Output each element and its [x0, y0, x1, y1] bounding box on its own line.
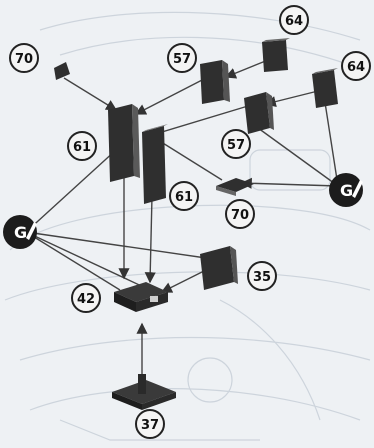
part-61-left	[108, 104, 140, 182]
callout-61-left: 61	[67, 131, 97, 161]
callout-57-mid: 57	[221, 129, 251, 159]
callout-42-label: 42	[77, 292, 95, 307]
callout-57-top-label: 57	[173, 52, 191, 67]
g-badge-right: G	[329, 173, 363, 207]
callout-61-mid: 61	[169, 181, 199, 211]
brush-icon	[352, 180, 363, 198]
part-64-right	[312, 68, 338, 108]
callout-64-right: 64	[341, 51, 371, 81]
leader-lines	[25, 59, 339, 380]
part-35	[200, 246, 238, 290]
arrow-70-to-61	[63, 77, 118, 111]
part-70-top	[54, 62, 70, 80]
arrow-g-to-70	[240, 177, 339, 189]
callout-70-top-label: 70	[15, 52, 33, 67]
line-g-to-35	[25, 231, 207, 259]
line-g-to-57	[257, 127, 339, 187]
callout-70-mid-label: 70	[231, 208, 249, 223]
arrow-35-to-42	[160, 269, 207, 293]
g-badge-left-letter: G	[14, 223, 27, 242]
line-g-to-42-a	[25, 149, 117, 233]
callout-64-top-label: 64	[285, 14, 303, 29]
part-70-mid	[216, 178, 254, 196]
line-g-to-64	[323, 95, 339, 187]
callout-35-label: 35	[253, 270, 271, 285]
callout-42: 42	[71, 283, 101, 313]
part-42	[114, 282, 168, 312]
part-37	[112, 374, 176, 410]
arrow-57-to-61-mid	[150, 105, 249, 138]
background-machine-sketch	[4, 11, 371, 441]
line-g-to-42-b	[25, 231, 121, 291]
callout-61-left-label: 61	[73, 140, 91, 155]
callout-61-mid-label: 61	[175, 190, 193, 205]
g-badge-left: G	[3, 215, 37, 249]
arrow-57-to-61	[134, 77, 207, 115]
callout-57-top: 57	[167, 43, 197, 73]
callout-37: 37	[135, 409, 165, 439]
part-61-mid	[142, 124, 168, 204]
g-badge-right-letter: G	[340, 181, 353, 200]
part-64-top	[262, 38, 290, 72]
arrow-61b-to-42	[144, 195, 156, 284]
arrow-64-to-57	[224, 59, 269, 79]
callout-57-mid-label: 57	[227, 138, 245, 153]
part-57-mid	[244, 92, 274, 134]
callout-70-top: 70	[9, 43, 39, 73]
callout-35: 35	[247, 261, 277, 291]
callout-37-label: 37	[141, 418, 159, 433]
line-g-to-42-c	[25, 231, 151, 291]
callout-64-top: 64	[279, 5, 309, 35]
brush-icon	[26, 222, 37, 240]
callout-64-right-label: 64	[347, 60, 365, 75]
arrow-64-to-57-mid	[264, 90, 319, 108]
part-57-top	[200, 60, 230, 104]
callout-70-mid: 70	[225, 199, 255, 229]
